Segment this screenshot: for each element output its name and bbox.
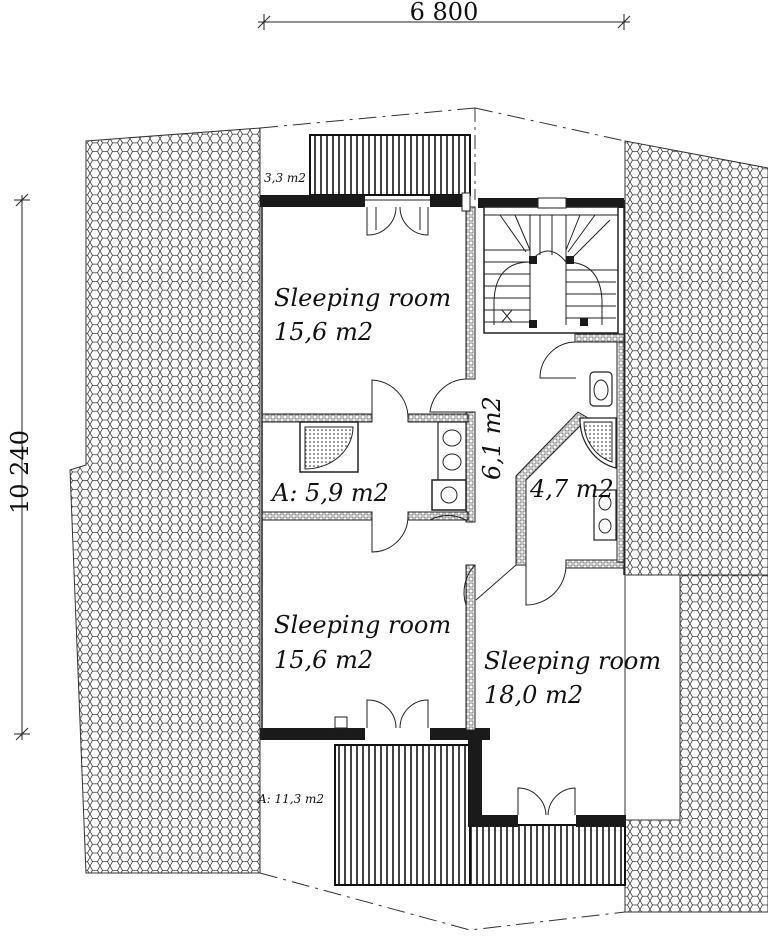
room-sleeping-bl-name: Sleeping room bbox=[274, 611, 451, 639]
wall-bottom-right-a bbox=[468, 815, 518, 827]
roof-right-top bbox=[624, 140, 768, 576]
wall-top-right2 bbox=[566, 198, 624, 208]
room-wc-area: 4,7 m2 bbox=[529, 475, 614, 503]
staircase bbox=[483, 206, 619, 334]
floor-right-room-edge bbox=[624, 574, 681, 821]
wc-fixtures bbox=[579, 371, 617, 541]
room-sleeping-top-area: 15,6 m2 bbox=[274, 318, 373, 346]
room-sleeping-br-area: 18,0 m2 bbox=[484, 681, 583, 709]
dimension-width bbox=[257, 14, 631, 30]
ridge-line-top-left bbox=[259, 107, 476, 129]
balcony-bottom-right bbox=[469, 824, 626, 886]
room-bath-area: A: 5,9 m2 bbox=[270, 479, 389, 507]
wall-top-left bbox=[260, 195, 365, 207]
wall-top-mid bbox=[430, 195, 465, 207]
window-top-stair bbox=[537, 197, 567, 209]
door-balcony-right bbox=[517, 787, 576, 816]
room-corridor-area: 6,1 m2 bbox=[478, 396, 506, 480]
wall-bottom-left bbox=[260, 728, 365, 740]
balcony-bottom-area: A: 11,3 m2 bbox=[257, 792, 324, 806]
door-balcony-top bbox=[365, 199, 430, 236]
room-sleeping-bl-area: 15,6 m2 bbox=[274, 646, 373, 674]
partition-v-center-low bbox=[465, 564, 476, 731]
dimension-width-label: 6 800 bbox=[410, 0, 479, 26]
balcony-top-area: 3,3 m2 bbox=[264, 171, 306, 185]
doors-interior bbox=[371, 341, 577, 606]
partition-v-center bbox=[465, 206, 476, 380]
partition-h-bot-r bbox=[407, 511, 469, 521]
partition-wc-right bbox=[616, 341, 625, 563]
partition-v-bath bbox=[465, 411, 476, 523]
partition-wc-top bbox=[574, 333, 625, 343]
dimension-height-label: 10 240 bbox=[6, 430, 34, 514]
ridge-line-top-right bbox=[474, 107, 626, 142]
wall-bottom-stub bbox=[468, 740, 482, 825]
window-top-mid bbox=[461, 192, 471, 212]
wall-bottom-mid bbox=[430, 728, 490, 740]
bath-fixtures bbox=[299, 421, 467, 511]
room-sleeping-top-name: Sleeping room bbox=[274, 284, 451, 312]
wall-top-right bbox=[478, 198, 538, 208]
roof-left bbox=[69, 127, 261, 874]
partition-h-top bbox=[261, 413, 373, 423]
partition-wc-bottom bbox=[565, 559, 625, 569]
partition-h-bot bbox=[261, 511, 373, 521]
ridge-line-bottom bbox=[259, 872, 626, 931]
door-balcony-bottom bbox=[334, 699, 429, 729]
dimension-height bbox=[14, 193, 30, 741]
balcony-bottom bbox=[334, 744, 471, 886]
balcony-top bbox=[309, 134, 471, 196]
room-sleeping-br-name: Sleeping room bbox=[484, 647, 661, 675]
partition-h-top-r bbox=[407, 413, 469, 423]
wall-bottom-right-b bbox=[576, 815, 626, 827]
